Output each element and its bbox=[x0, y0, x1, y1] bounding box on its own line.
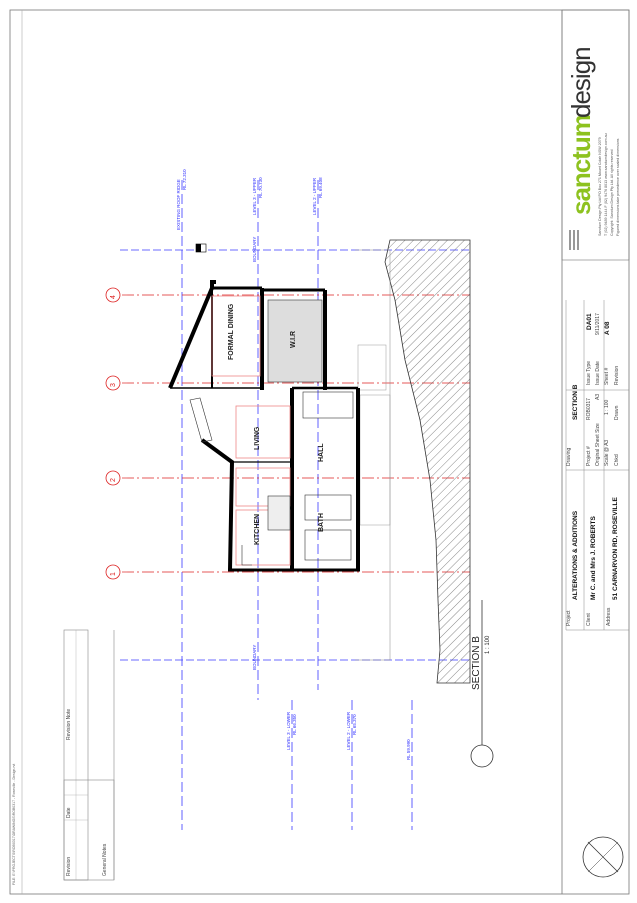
date-col-header: Date bbox=[66, 807, 72, 818]
ground-hatch bbox=[384, 239, 471, 684]
level-name: EXISTING ROOF RIDGE bbox=[176, 179, 181, 230]
room-label: BATH bbox=[318, 513, 325, 532]
address-value: 51 CARNARVON RD, ROSEVILLE bbox=[612, 497, 619, 600]
survey-mark-icon bbox=[195, 243, 207, 253]
level-rl: RL 65.370 bbox=[352, 714, 357, 735]
project-no-value: ROB0317 bbox=[586, 398, 592, 420]
level-lines bbox=[181, 180, 413, 830]
drawing-label: Drawing bbox=[566, 447, 572, 466]
issue-type-label: Issue Type bbox=[586, 360, 592, 385]
project-label: Project bbox=[566, 610, 572, 626]
grid-bubbles bbox=[105, 287, 121, 580]
sheet-border bbox=[9, 9, 630, 895]
company-address: Sanctum Design Pty Ltd PO Box 271 Mount … bbox=[598, 137, 602, 236]
checked-label: Chkd bbox=[614, 454, 620, 466]
company-logo-text-2: design bbox=[566, 47, 596, 118]
grid-label-4: 4 bbox=[110, 295, 117, 299]
room-label: LIVING bbox=[254, 426, 261, 450]
scale-value: 1 : 100 bbox=[604, 399, 610, 415]
north-arrow-icon bbox=[582, 836, 624, 878]
revision-label: Revision bbox=[614, 365, 620, 385]
general-notes-label: General Notes bbox=[102, 843, 108, 876]
company-logo-text-1: sanctum bbox=[566, 115, 596, 215]
issue-type-value: DA01 bbox=[586, 313, 593, 330]
boundary-label: BOUNDARY bbox=[252, 236, 257, 262]
sheet-size-value: A3 bbox=[595, 393, 601, 400]
project-no-label: Project # bbox=[586, 446, 592, 466]
room-label: HALL bbox=[318, 443, 325, 462]
level-rl: RL 70.730 bbox=[258, 177, 263, 198]
file-path: FILE: E:\PROJECTS\ROB0317\DRAWINGS\ROB03… bbox=[12, 763, 16, 885]
grid-label-2: 2 bbox=[110, 478, 117, 482]
room-fills bbox=[211, 295, 291, 566]
level-name: LEVEL 3 - LOWER bbox=[286, 711, 291, 750]
logo-mark-icon bbox=[569, 230, 579, 250]
grid-label-1: 1 bbox=[110, 572, 117, 576]
title-block-frame bbox=[561, 9, 630, 894]
level-rl: RL 69.408 bbox=[318, 177, 323, 198]
level-rl: RL 59.990 bbox=[406, 739, 411, 760]
company-contact: T (02) 9489 1444 F (02) 9476 8013 www.sa… bbox=[604, 133, 608, 236]
company-copyright: Copyright: Sanctum Design Pty Ltd. All r… bbox=[610, 149, 614, 237]
drawing-value: SECTION B bbox=[572, 384, 579, 420]
grid-label-3: 3 bbox=[110, 383, 117, 387]
client-label: Client bbox=[586, 613, 592, 626]
building-section bbox=[168, 280, 360, 572]
sheet-no-label: Sheet # bbox=[604, 367, 610, 385]
boundary-label: BOUNDARY bbox=[252, 644, 257, 670]
room-label: KITCHEN bbox=[254, 513, 261, 545]
room-label: FORMAL DINING bbox=[228, 303, 235, 360]
section-scale: 1 : 100 bbox=[485, 635, 491, 654]
sheet-no-value: A 08 bbox=[604, 321, 611, 336]
issue-date-label: Issue Date bbox=[595, 361, 601, 385]
section-title: SECTION B bbox=[471, 636, 482, 690]
section-marker bbox=[470, 600, 494, 768]
issue-date-value: 9/11/2017 bbox=[595, 313, 601, 335]
notes-col-header: Revision Note bbox=[66, 708, 72, 740]
revision-strip bbox=[21, 10, 624, 894]
address-label: Address bbox=[606, 607, 612, 626]
project-value: ALTERATIONS & ADDITIONS bbox=[572, 510, 579, 600]
drawn-label: Drawn bbox=[614, 405, 620, 420]
company-note: Figured dimensions take precedence over … bbox=[616, 138, 620, 236]
level-rl: RL 66.350 bbox=[292, 714, 297, 735]
sheet-size-label: Original Sheet Size bbox=[595, 423, 601, 466]
level-rl: RL 72.310 bbox=[182, 169, 187, 190]
level-name: LEVEL 2 - UPPER bbox=[312, 177, 317, 215]
client-value: Mr C. and Mrs J. ROBERTS bbox=[590, 516, 597, 600]
level-name: LEVEL 2 - LOWER bbox=[346, 711, 351, 750]
fixtures bbox=[189, 299, 354, 566]
level-name: LEVEL 3 - UPPER bbox=[252, 177, 257, 215]
scale-label: Scale @ A3 bbox=[604, 439, 610, 466]
revision-col-header: Revision bbox=[66, 856, 72, 876]
room-label: W.I.R bbox=[290, 330, 297, 348]
